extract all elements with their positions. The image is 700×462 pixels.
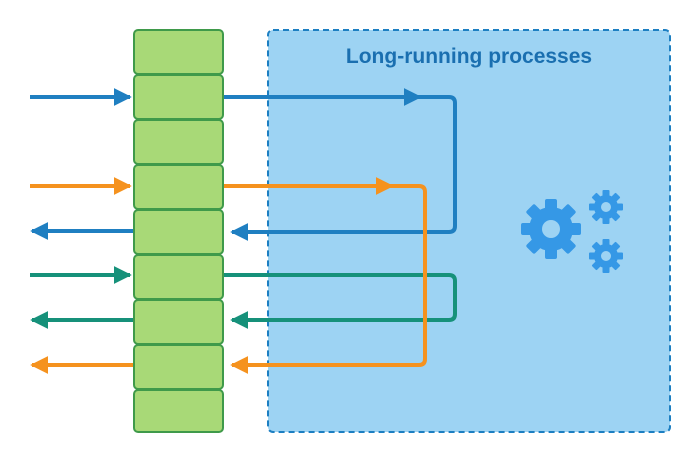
flow-orange <box>30 177 427 374</box>
queue-slot <box>133 29 224 75</box>
queue-slot <box>133 164 224 210</box>
queue-slot <box>133 344 224 390</box>
queue-slot <box>133 119 224 165</box>
queue-slot <box>133 299 224 345</box>
region-title: Long-running processes <box>346 45 592 68</box>
gears-icon <box>521 190 623 273</box>
small-gear-icon <box>589 239 623 273</box>
small-gear-icon <box>589 190 623 224</box>
teal-return-loop <box>224 273 457 329</box>
queue-slot <box>133 209 224 255</box>
orange-return-loop <box>230 184 427 374</box>
flow-teal <box>30 266 457 329</box>
flow-blue <box>30 88 457 241</box>
queue-slot <box>133 254 224 300</box>
queue-slot <box>133 389 224 433</box>
large-gear-icon <box>521 199 581 259</box>
blue-return-loop <box>230 95 457 241</box>
queue-column <box>133 29 224 433</box>
queue-slot <box>133 74 224 120</box>
